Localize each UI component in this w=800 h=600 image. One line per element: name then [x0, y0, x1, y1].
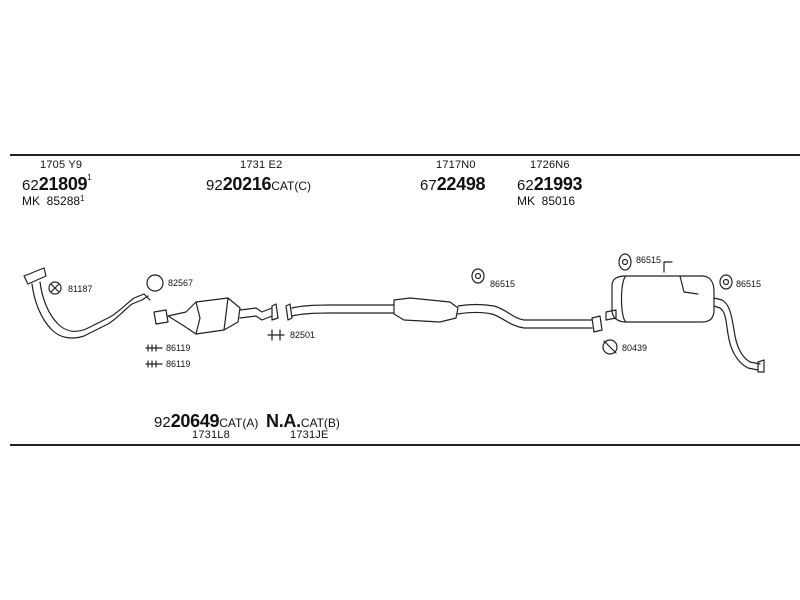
cat-b-number: N.A. — [266, 411, 301, 431]
group-4-mk-prefix: MK — [517, 194, 535, 208]
cat-b-suffix: CAT(B) — [300, 416, 340, 430]
bolt-86119-b-icon — [145, 360, 163, 368]
group-4-part-number: 6221993 — [517, 174, 583, 194]
label-86515-top: 86515 — [636, 255, 662, 265]
group-1-part-number: 62218091 — [22, 173, 92, 194]
label-80439: 80439 — [622, 343, 648, 353]
ring-82567-icon — [146, 274, 164, 292]
group-3-code: 1717N0 — [436, 159, 476, 171]
cat-b-code: 1731JE — [290, 429, 329, 441]
group-4-mk: MK 85016 — [517, 195, 575, 207]
group-3-number: 22498 — [436, 174, 486, 194]
hanger-86515-right-icon — [719, 274, 733, 290]
group-2-part-number: 9220216CAT(C) — [206, 175, 311, 193]
label-86119-a: 86119 — [166, 343, 191, 353]
group-4-mk-number: 85016 — [541, 194, 576, 208]
front-pipe — [23, 267, 151, 339]
group-3-part-number: 6722498 — [420, 174, 486, 194]
cat-a-prefix: 92 — [154, 414, 171, 431]
clamp-82501-icon — [267, 329, 285, 341]
hanger-86515-top-icon — [618, 253, 632, 271]
group-2-code: 1731 E2 — [240, 159, 283, 171]
group-1-mk-number: 85288 — [46, 194, 81, 208]
group-1-number: 21809 — [38, 174, 88, 194]
group-1-mk-sup: 1 — [80, 194, 85, 203]
label-82567: 82567 — [168, 278, 194, 288]
label-86515-mid: 86515 — [490, 279, 516, 289]
group-1-mk-prefix: MK — [22, 194, 40, 208]
cat-a-part-number: 9220649CAT(A) — [154, 412, 258, 430]
group-4-code: 1726N6 — [530, 159, 570, 171]
group-4-prefix: 62 — [517, 177, 534, 194]
group-1-sup: 1 — [87, 173, 92, 182]
group-3-prefix: 67 — [420, 177, 437, 194]
catalytic-converter — [153, 297, 279, 335]
group-1-code: 1705 Y9 — [40, 159, 83, 171]
label-86515-right: 86515 — [736, 279, 762, 289]
cat-a-code: 1731L8 — [192, 429, 230, 441]
label-81187: 81187 — [68, 284, 93, 294]
group-4-number: 21993 — [533, 174, 583, 194]
cat-a-number: 20649 — [170, 411, 220, 431]
top-rule — [10, 154, 800, 156]
group-1-mk: MK 852881 — [22, 194, 85, 208]
cat-b-part-number: N.A.CAT(B) — [266, 412, 340, 430]
bottom-rule — [10, 444, 800, 446]
bolt-86119-a-icon — [145, 344, 163, 352]
label-82501: 82501 — [290, 330, 316, 340]
rear-silencer — [605, 261, 765, 373]
group-2-suffix: CAT(C) — [271, 179, 312, 193]
group-1-prefix: 62 — [22, 177, 39, 194]
clamp-80439-icon — [602, 339, 618, 355]
label-86119-b: 86119 — [166, 359, 191, 369]
clamp-81187-icon — [48, 281, 62, 295]
cat-a-suffix: CAT(A) — [219, 416, 259, 430]
middle-pipe — [285, 297, 603, 333]
hanger-86515-mid-icon — [471, 268, 485, 284]
group-2-prefix: 92 — [206, 177, 223, 194]
group-2-number: 20216 — [222, 174, 272, 194]
